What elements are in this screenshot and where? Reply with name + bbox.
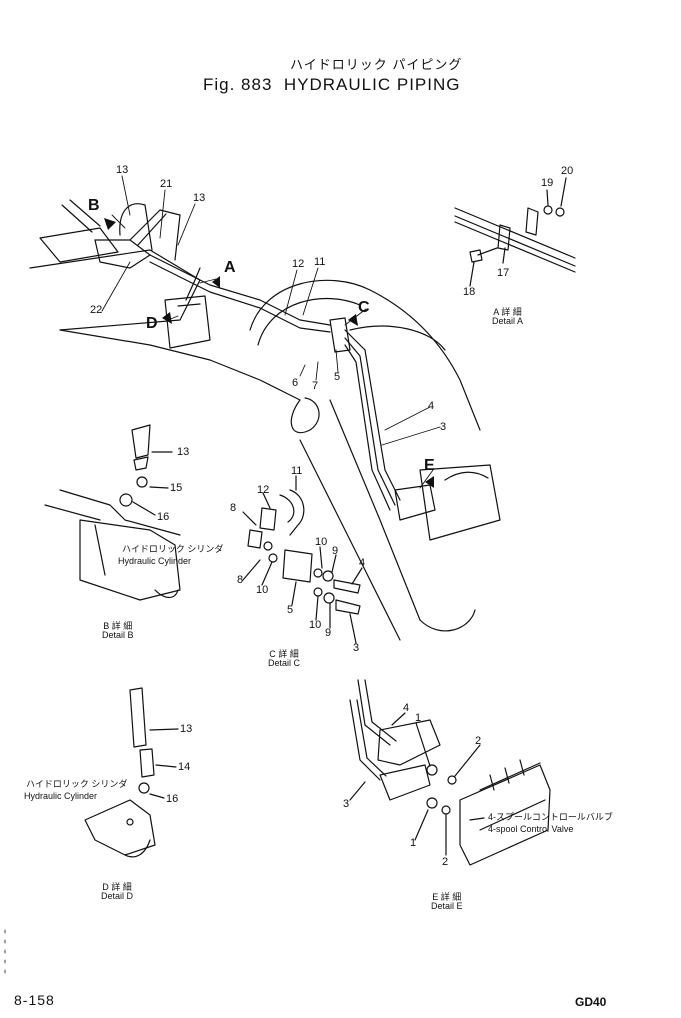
callout-c-8a: 8 (230, 502, 237, 514)
section-arrows (104, 218, 434, 488)
detail-a-label: A 詳 細 Detail A (492, 308, 523, 326)
caption-valve-en: 4-spool Control Valve (488, 824, 574, 834)
caption-valve-jp: 4-スプールコントロールバルブ (488, 812, 613, 822)
callout-e-1b: 1 (410, 837, 417, 849)
callout-d-14: 14 (178, 761, 191, 773)
callout-main-13a: 13 (116, 164, 129, 176)
callout-main-3: 3 (440, 421, 447, 433)
callout-c-8b: 8 (237, 574, 244, 586)
callout-main-21: 21 (160, 178, 173, 190)
callout-main-11: 11 (314, 256, 326, 268)
callout-e-2b: 2 (442, 856, 449, 868)
detail-e-jp: E 詳 細 (432, 892, 462, 902)
housing-outline (249, 279, 501, 641)
detail-e-en: Detail E (431, 901, 463, 911)
detail-d-art (84, 687, 179, 858)
figure-title: Fig. 883 HYDRAULIC PIPING (203, 76, 460, 93)
callout-a-17: 17 (497, 267, 510, 279)
callout-e-4: 4 (403, 702, 410, 714)
section-letter-a: A (224, 259, 236, 276)
callout-c-4: 4 (359, 557, 366, 569)
figure-title-text: HYDRAULIC PIPING (283, 75, 461, 94)
detail-d-jp: D 詳 細 (102, 882, 132, 892)
detail-c-jp: C 詳 細 (269, 649, 299, 659)
caption-cylinder-b-jp: ハイドロリック シリンダ (122, 544, 224, 554)
detail-e-label: E 詳 細 Detail E (431, 893, 463, 911)
callout-c-10b: 10 (256, 584, 269, 596)
callout-main-13b: 13 (193, 192, 206, 204)
caption-cylinder-b-en: Hydraulic Cylinder (118, 556, 192, 566)
callout-c-12: 12 (257, 484, 270, 496)
callout-d-16: 16 (166, 793, 179, 805)
detail-d-label: D 詳 細 Detail D (101, 883, 133, 901)
callout-main-5: 5 (334, 371, 341, 383)
section-letter-d: D (146, 315, 158, 332)
model-code: GD40 (575, 995, 607, 1009)
callout-b-16: 16 (157, 511, 170, 523)
detail-a-art (454, 177, 576, 287)
callout-c-10c: 10 (309, 619, 322, 631)
callout-d-13: 13 (180, 723, 193, 735)
detail-b-en: Detail B (102, 630, 134, 640)
detail-a-jp: A 詳 細 (493, 307, 522, 317)
callout-e-1a: 1 (415, 712, 422, 724)
callout-c-5: 5 (287, 604, 294, 616)
section-letter-e: E (424, 457, 435, 474)
callout-main-12: 12 (292, 258, 305, 270)
detail-b-art (44, 424, 181, 601)
title-japanese: ハイドロリック パイピング (290, 57, 463, 72)
detail-d-en: Detail D (101, 891, 134, 901)
detail-c-label: C 詳 細 Detail C (268, 650, 300, 668)
callout-c-11: 11 (291, 465, 303, 477)
callout-c-10a: 10 (315, 536, 328, 548)
detail-b-label: B 詳 細 Detail B (102, 622, 134, 640)
callout-main-22: 22 (90, 304, 103, 316)
section-letter-c: C (358, 299, 370, 316)
callout-a-18: 18 (463, 286, 476, 298)
detail-a-en: Detail A (492, 316, 524, 326)
callout-a-20: 20 (561, 165, 574, 177)
callout-b-15: 15 (170, 482, 183, 494)
page-number: 8-158 (14, 992, 55, 1008)
callout-e-2a: 2 (475, 735, 482, 747)
main-leaders (101, 175, 441, 489)
callout-main-6: 6 (292, 377, 299, 389)
callout-c-9a: 9 (332, 545, 339, 557)
detail-c-en: Detail C (268, 658, 301, 668)
section-letter-b: B (88, 197, 100, 214)
callout-c-3: 3 (353, 642, 360, 654)
caption-cylinder-d-en: Hydraulic Cylinder (24, 791, 98, 801)
callout-b-13: 13 (177, 446, 190, 458)
callout-a-19: 19 (541, 177, 554, 189)
pipes-c-to-e (329, 317, 436, 521)
caption-cylinder-d-jp: ハイドロリック シリンダ (26, 779, 128, 789)
detail-e-art (349, 679, 551, 866)
callout-e-3: 3 (343, 798, 350, 810)
callout-c-9b: 9 (325, 627, 332, 639)
detail-b-jp: B 詳 細 (103, 621, 133, 631)
callout-main-7: 7 (312, 380, 319, 392)
detail-c-art (242, 475, 363, 644)
figure-number: Fig. 883 (203, 75, 273, 94)
callout-main-4: 4 (428, 400, 435, 412)
